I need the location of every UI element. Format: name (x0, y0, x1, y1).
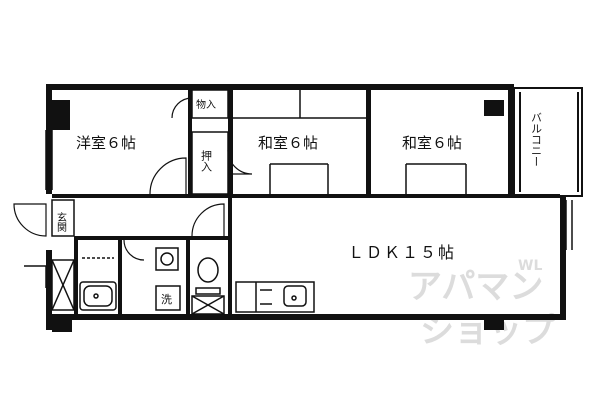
room-label-western: 洋室６帖 (76, 134, 136, 152)
watermark-line1: アパマン (408, 267, 543, 307)
entrance-label: 玄関 (55, 211, 67, 233)
doors (13, 97, 253, 261)
outer-walls (46, 84, 566, 332)
room-label-balcony: バルコニー (530, 112, 543, 167)
bathroom (79, 257, 117, 311)
washroom (155, 247, 181, 311)
balcony (513, 87, 583, 197)
kitchen-counter (235, 281, 315, 313)
closets (191, 89, 467, 195)
closet-label-top: 物入 (196, 98, 216, 111)
watermark: アパマン ショップ WL (408, 258, 556, 351)
toilet (191, 257, 225, 315)
room-label-japanese-2: 和室６帖 (402, 134, 462, 152)
closet-label-side: 押入 (200, 149, 213, 172)
windows (45, 130, 573, 250)
washer-label: 洗 (161, 293, 172, 306)
entrance-area (24, 199, 75, 311)
room-label-japanese-1: 和室６帖 (258, 134, 318, 152)
room-label-ldk: ＬＤＫ１５帖 (348, 243, 456, 262)
watermark-mark: WL (518, 258, 542, 274)
